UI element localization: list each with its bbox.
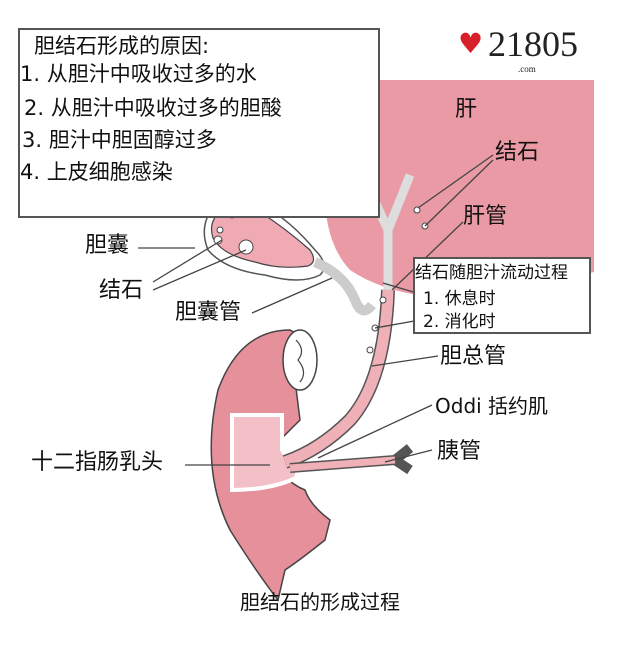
flow-item: 2. 消化时 — [423, 312, 496, 332]
cystic-duct — [312, 257, 376, 316]
stone — [413, 206, 421, 214]
logo-text: 21805 — [488, 24, 578, 64]
label-pancreatic-duct: 胰管 — [437, 439, 482, 464]
label-stones-liver: 结石 — [495, 140, 540, 165]
label-cystic-duct: 胆囊管 — [175, 300, 242, 325]
causes-box: 胆结石形成的原因: 1. 从胆汁中吸收过多的水 2. 从胆汁中吸收过多的胆酸 3… — [18, 28, 380, 218]
heart-icon: ♥ — [458, 27, 484, 60]
cause-item: 2. 从胆汁中吸收过多的胆酸 — [24, 96, 282, 120]
common-bile-duct-inner — [283, 289, 394, 468]
label-stones-gallbladder: 结石 — [99, 278, 144, 303]
duodenum-opening — [282, 329, 318, 391]
label-liver: 肝 — [455, 97, 478, 122]
duodenum-fold — [295, 339, 305, 383]
flow-box: 结石随胆汁流动过程 1. 休息时 2. 消化时 — [413, 257, 591, 334]
stone — [216, 226, 224, 234]
stone — [238, 239, 254, 255]
logo-sub: .com — [518, 64, 536, 74]
cause-item: 4. 上皮细胞感染 — [20, 160, 173, 184]
label-duodenal-papilla: 十二指肠乳头 — [31, 450, 164, 475]
causes-title: 胆结石形成的原因: — [34, 34, 210, 58]
leader-lines — [138, 154, 494, 466]
cause-item: 1. 从胆汁中吸收过多的水 — [20, 62, 257, 86]
stone — [366, 346, 374, 354]
pancreatic-duct-inner — [289, 456, 396, 472]
flow-item: 1. 休息时 — [423, 289, 496, 309]
caption: 胆结石的形成过程 — [240, 590, 400, 614]
stone — [379, 296, 387, 304]
label-gallbladder: 胆囊 — [85, 233, 130, 258]
label-oddi-sphincter: Oddi 括约肌 — [435, 394, 549, 418]
site-logo: ♥ 21805 .com — [458, 24, 608, 76]
label-common-bile-duct: 胆总管 — [440, 344, 507, 369]
flow-title: 结石随胆汁流动过程 — [415, 263, 568, 283]
cause-item: 3. 胆汁中胆固醇过多 — [22, 128, 217, 152]
label-hepatic-duct: 肝管 — [463, 204, 508, 229]
